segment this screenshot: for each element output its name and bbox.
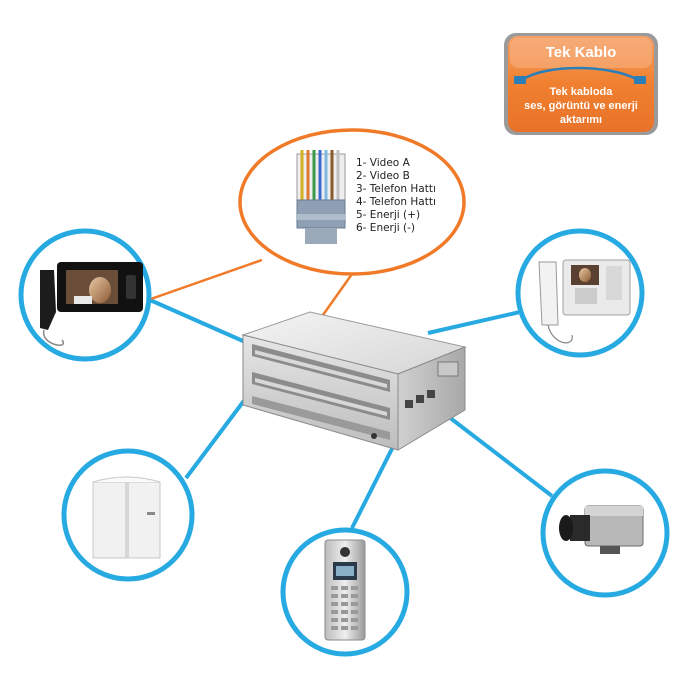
pin-5-label: 5- Enerji (+) [356,209,420,221]
pin-6-label: 6- Enerji (-) [356,222,415,234]
video-intercom-monitor-icon [18,228,152,362]
pin-4-label: 4- Telefon Hattı [356,196,436,208]
door-panel-icon [280,527,410,657]
pin-1-label: 1- Video A [356,157,411,169]
pin-3-label: 3- Telefon Hattı [356,183,436,195]
badge-title: Tek Kablo [546,44,617,61]
handset-video-phone-icon [515,228,645,358]
rj-connector-icon [296,150,346,244]
distribution-box-icon [241,311,467,451]
connection-lines [147,258,554,529]
cctv-camera-icon [540,468,670,598]
badge-line-1: Tek kabloda [550,86,614,98]
pin-2-label: 2- Video B [356,170,410,182]
link-camera [430,402,554,498]
link-orange-box [316,273,354,323]
badge-line-2: ses, görüntü ve enerji [524,100,638,112]
link-orange-monitor [147,258,263,302]
cable-icon [514,66,646,84]
link-handset-phone [427,310,521,335]
power-supply-icon [61,448,195,582]
link-monitor [149,298,253,347]
badge-line-3: aktarımı [560,114,602,126]
tek-kablo-badge: Tek Kablo Tek kabloda ses, görüntü ve en… [504,33,658,135]
connector-pinout-callout: 1- Video A 2- Video B 3- Telefon Hattı 4… [238,128,466,276]
